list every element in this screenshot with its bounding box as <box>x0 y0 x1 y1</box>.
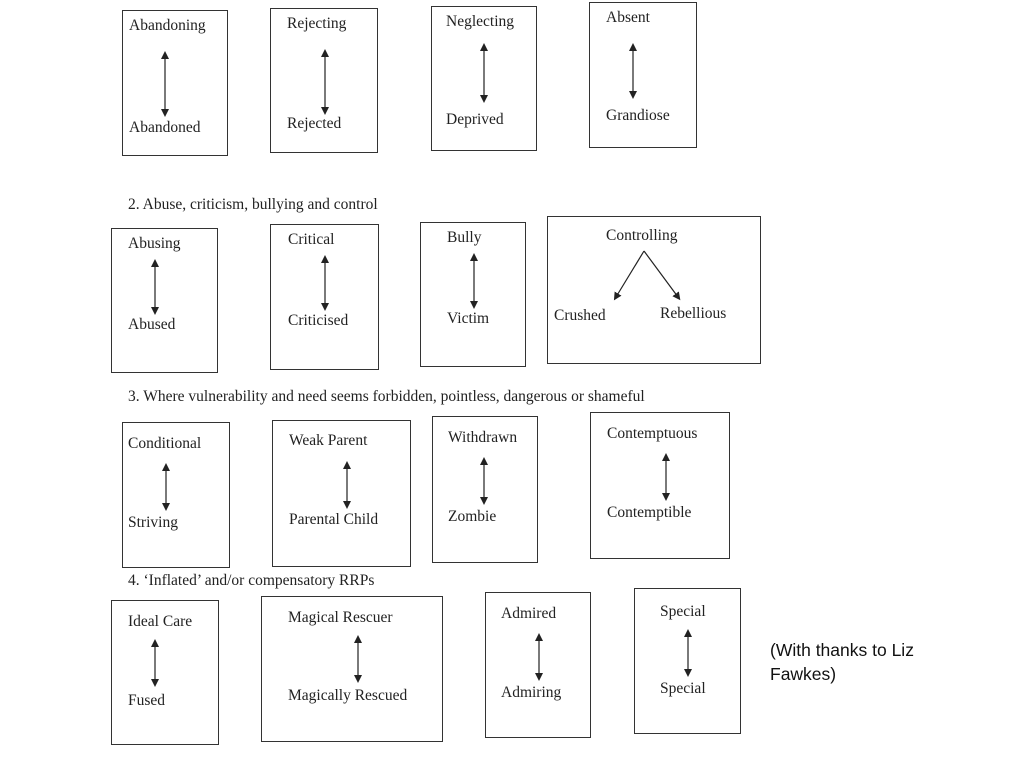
double-arrow-icon <box>470 253 478 309</box>
role-top-label: Abusing <box>128 235 181 252</box>
role-bottom-label: Victim <box>447 310 490 327</box>
role-box-withdrawn: Withdrawn Zombie <box>432 416 538 563</box>
role-box-special: Special Special <box>634 588 741 734</box>
role-bottom-right-label: Rebellious <box>660 305 727 322</box>
double-arrow-icon <box>321 255 329 311</box>
section-heading-3: 3. Where vulnerability and need seems fo… <box>128 388 645 405</box>
role-box-neglecting: Neglecting Deprived <box>431 6 537 151</box>
double-arrow-icon <box>343 461 351 509</box>
role-top-label: Special <box>660 603 706 620</box>
role-top-label: Rejecting <box>287 15 347 32</box>
role-top-label: Withdrawn <box>448 429 518 446</box>
role-top-label: Abandoning <box>129 17 206 34</box>
double-arrow-icon <box>629 43 637 99</box>
role-top-label: Controlling <box>606 227 678 244</box>
role-bottom-left-label: Crushed <box>554 307 606 324</box>
role-bottom-label: Zombie <box>448 508 497 525</box>
role-box-weak-parent: Weak Parent Parental Child <box>272 420 411 567</box>
double-arrow-icon <box>684 629 692 677</box>
double-arrow-icon <box>480 457 488 505</box>
double-arrow-icon <box>662 453 670 501</box>
role-top-label: Magical Rescuer <box>288 609 393 626</box>
role-bottom-label: Admiring <box>501 684 562 701</box>
role-top-label: Neglecting <box>446 13 515 30</box>
role-bottom-label: Special <box>660 680 706 697</box>
double-arrow-icon <box>161 51 169 117</box>
role-top-label: Admired <box>501 605 557 622</box>
role-bottom-label: Abused <box>128 316 176 333</box>
role-bottom-label: Fused <box>128 692 166 709</box>
role-top-label: Absent <box>606 9 650 26</box>
role-bottom-label: Grandiose <box>606 107 670 124</box>
role-bottom-label: Abandoned <box>129 119 201 136</box>
role-bottom-label: Deprived <box>446 111 504 128</box>
role-bottom-label: Magically Rescued <box>288 687 408 704</box>
role-bottom-label: Parental Child <box>289 511 379 528</box>
role-top-label: Critical <box>288 231 335 248</box>
role-bottom-label: Criticised <box>288 312 349 329</box>
role-top-label: Contemptuous <box>607 425 698 442</box>
role-box-absent: Absent Grandiose <box>589 2 697 148</box>
role-box-abandoning: Abandoning Abandoned <box>122 10 228 156</box>
role-box-admired: Admired Admiring <box>485 592 591 738</box>
double-arrow-icon <box>354 635 362 683</box>
role-top-label: Bully <box>447 229 482 246</box>
double-arrow-icon <box>151 639 159 687</box>
role-box-conditional: Conditional Striving <box>122 422 230 568</box>
credit-note: (With thanks to Liz Fawkes) <box>770 640 914 684</box>
double-arrow-icon <box>321 49 329 115</box>
role-top-label: Weak Parent <box>289 432 368 449</box>
role-box-controlling: Controlling Crushed Rebellious <box>547 216 761 364</box>
role-box-bully: Bully Victim <box>420 222 526 367</box>
role-box-abusing: Abusing Abused <box>111 228 218 373</box>
role-box-contemptuous: Contemptuous Contemptible <box>590 412 730 559</box>
role-bottom-label: Striving <box>128 514 178 531</box>
role-box-ideal-care: Ideal Care Fused <box>111 600 219 745</box>
double-arrow-icon <box>535 633 543 681</box>
double-arrow-icon <box>480 43 488 103</box>
role-box-rejecting: Rejecting Rejected <box>270 8 378 153</box>
role-top-label: Conditional <box>128 435 202 452</box>
double-arrow-icon <box>162 463 170 511</box>
role-box-critical: Critical Criticised <box>270 224 379 370</box>
split-arrow-icon <box>613 250 681 301</box>
role-top-label: Ideal Care <box>128 613 193 630</box>
role-bottom-label: Contemptible <box>607 504 692 521</box>
role-bottom-label: Rejected <box>287 115 342 132</box>
role-box-magical-rescuer: Magical Rescuer Magically Rescued <box>261 596 443 742</box>
section-heading-2: 2. Abuse, criticism, bullying and contro… <box>128 196 378 213</box>
double-arrow-icon <box>151 259 159 315</box>
section-heading-4: 4. ‘Inflated’ and/or compensatory RRPs <box>128 572 375 589</box>
